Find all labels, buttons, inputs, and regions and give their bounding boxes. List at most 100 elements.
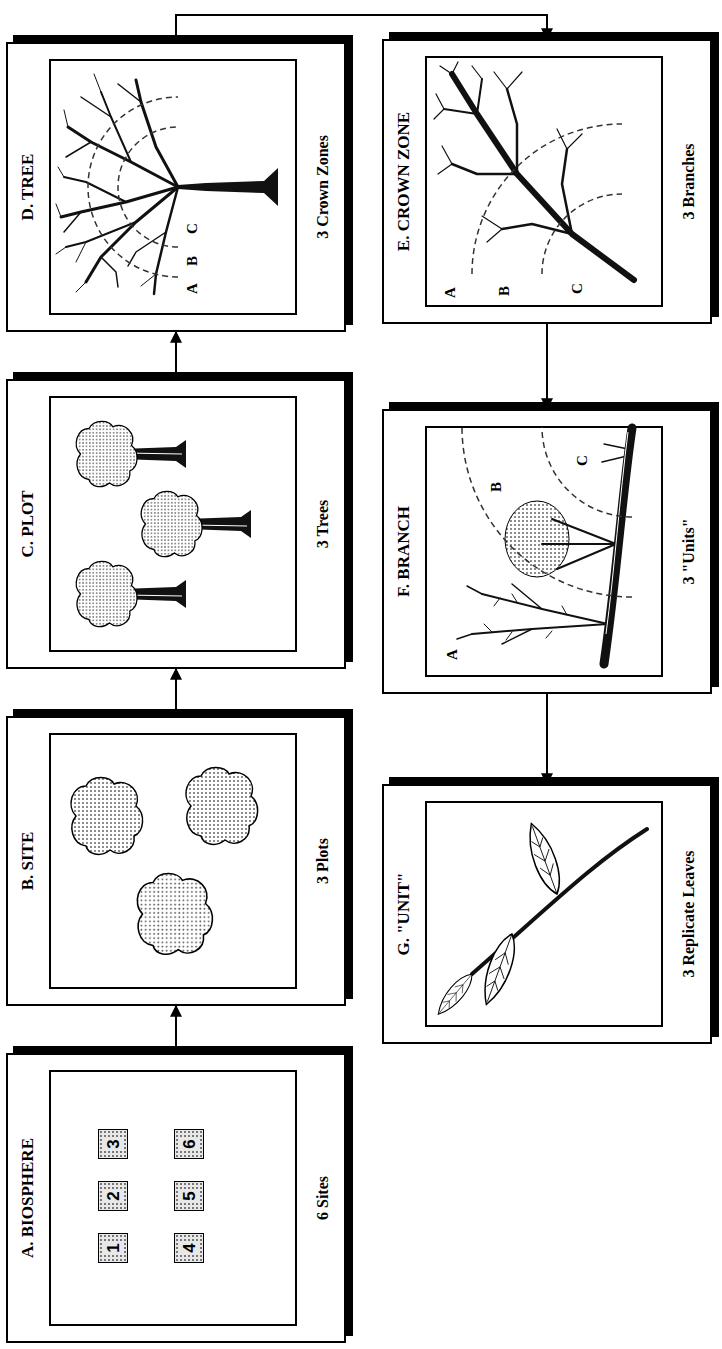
level-panel: F. BRANCH 3 "Units" A B C: [382, 409, 712, 694]
drawing-path: [457, 584, 542, 644]
drawing-path: [440, 62, 458, 74]
drawing-use: [137, 874, 212, 955]
zone-letter: C: [574, 455, 591, 466]
drawing-path: [118, 127, 178, 247]
flow-arrow: [546, 324, 548, 409]
level-panel: D. TREE3 Crown ZonesABC: [6, 42, 346, 332]
flow-arrow: [175, 332, 177, 379]
drawing-path: [606, 432, 628, 634]
drawing-path: [434, 66, 582, 242]
zone-letter: B: [488, 482, 505, 492]
drawing-path: [128, 232, 166, 266]
drawing-path: [66, 142, 91, 157]
level-panel: B. SITE 3 Plots: [6, 716, 346, 1006]
drawing-rect: [50, 734, 296, 988]
branch-picture: [382, 409, 712, 694]
drawing-path: [452, 74, 634, 280]
drawing-path: [64, 212, 81, 232]
drawing-path: [452, 164, 517, 174]
level-title: D. TREE: [18, 154, 38, 221]
drawing-path: [81, 97, 111, 117]
drawing-use: [476, 930, 521, 1008]
zone-letter: B: [496, 286, 513, 296]
drawing-use: [433, 969, 478, 1019]
site-square: 4: [174, 1233, 204, 1263]
drawing-use: [141, 491, 202, 556]
drawing-path: [472, 124, 622, 274]
flow-arrow: [176, 15, 547, 42]
level-title: E. CROWN ZONE: [394, 112, 414, 251]
site-number: 2: [104, 1189, 123, 1202]
site-square: 2: [98, 1181, 128, 1211]
drawing-path: [118, 84, 141, 102]
site-number: 5: [180, 1189, 199, 1202]
drawing-ellipse: [505, 501, 569, 577]
drawing-rect: [426, 802, 662, 1026]
drawing-path: [604, 428, 632, 664]
zone-letter: A: [444, 649, 461, 660]
site-number: 3: [104, 1137, 123, 1150]
drawing-path: [557, 544, 616, 569]
drawing-path: [126, 453, 247, 596]
drawing-rect: [426, 57, 662, 306]
level-panel: E. CROWN ZONE 3 BranchesA B C: [382, 39, 712, 324]
plot-picture: [6, 379, 346, 669]
site-number: 4: [180, 1241, 199, 1254]
drawing-path: [462, 427, 632, 597]
level-title: C. PLOT: [18, 490, 38, 557]
count-caption: 3 Trees: [314, 500, 332, 548]
tree-picture: [6, 42, 346, 332]
unit-picture: [382, 784, 712, 1044]
drawing-path: [154, 187, 178, 294]
drawing-path: [542, 194, 622, 274]
drawing-path: [542, 427, 632, 517]
drawing-use: [71, 778, 143, 855]
drawing-path: [136, 80, 178, 187]
drawing-path: [484, 594, 567, 640]
drawing-use: [76, 421, 137, 486]
drawing-path: [61, 187, 178, 217]
site-square: 1: [98, 1233, 128, 1263]
drawing-path: [64, 177, 126, 202]
drawing-rect: [50, 397, 296, 651]
drawing-path: [477, 79, 482, 114]
drawing-g: [457, 428, 632, 664]
drawing-rect: [50, 60, 296, 314]
zone-letter: C: [569, 283, 586, 294]
drawing-path: [482, 594, 608, 624]
zone-letter: A: [184, 283, 201, 294]
count-caption: 3 Replicate Leaves: [680, 850, 698, 977]
count-caption: 3 "Units": [680, 518, 698, 584]
count-caption: 3 Branches: [680, 144, 698, 220]
drawing-use: [521, 820, 566, 898]
zone-letter: A: [442, 287, 459, 298]
flow-arrow: [175, 1006, 177, 1053]
drawing-path: [88, 97, 178, 277]
site-number: 1: [104, 1241, 123, 1254]
drawing-rect: [426, 427, 662, 676]
drawing-path: [502, 224, 572, 234]
site-square: 5: [174, 1181, 204, 1211]
drawing-path: [472, 624, 608, 634]
drawing-g: [56, 74, 178, 294]
count-caption: 3 Crown Zones: [314, 135, 332, 239]
drawing-g: [434, 62, 634, 280]
drawing-use: [76, 561, 137, 626]
zone-letter: C: [184, 223, 201, 234]
flow-arrow: [175, 669, 177, 716]
drawing-path: [101, 257, 118, 287]
level-panel: G. "UNIT" 3 Replicate Leaves: [382, 784, 712, 1044]
level-title: F. BRANCH: [394, 506, 414, 597]
level-title: B. SITE: [18, 832, 38, 891]
drawing-path: [602, 444, 628, 462]
drawing-path: [542, 543, 616, 545]
crown-zone-picture: [382, 39, 712, 324]
level-title: G. "UNIT": [394, 872, 414, 955]
count-caption: 6 Sites: [314, 1176, 332, 1220]
drawing-path: [507, 89, 517, 174]
drawing-rect: [50, 1071, 296, 1325]
count-caption: 3 Plots: [314, 838, 332, 884]
drawing-path: [56, 74, 156, 292]
drawing-path: [552, 519, 616, 544]
